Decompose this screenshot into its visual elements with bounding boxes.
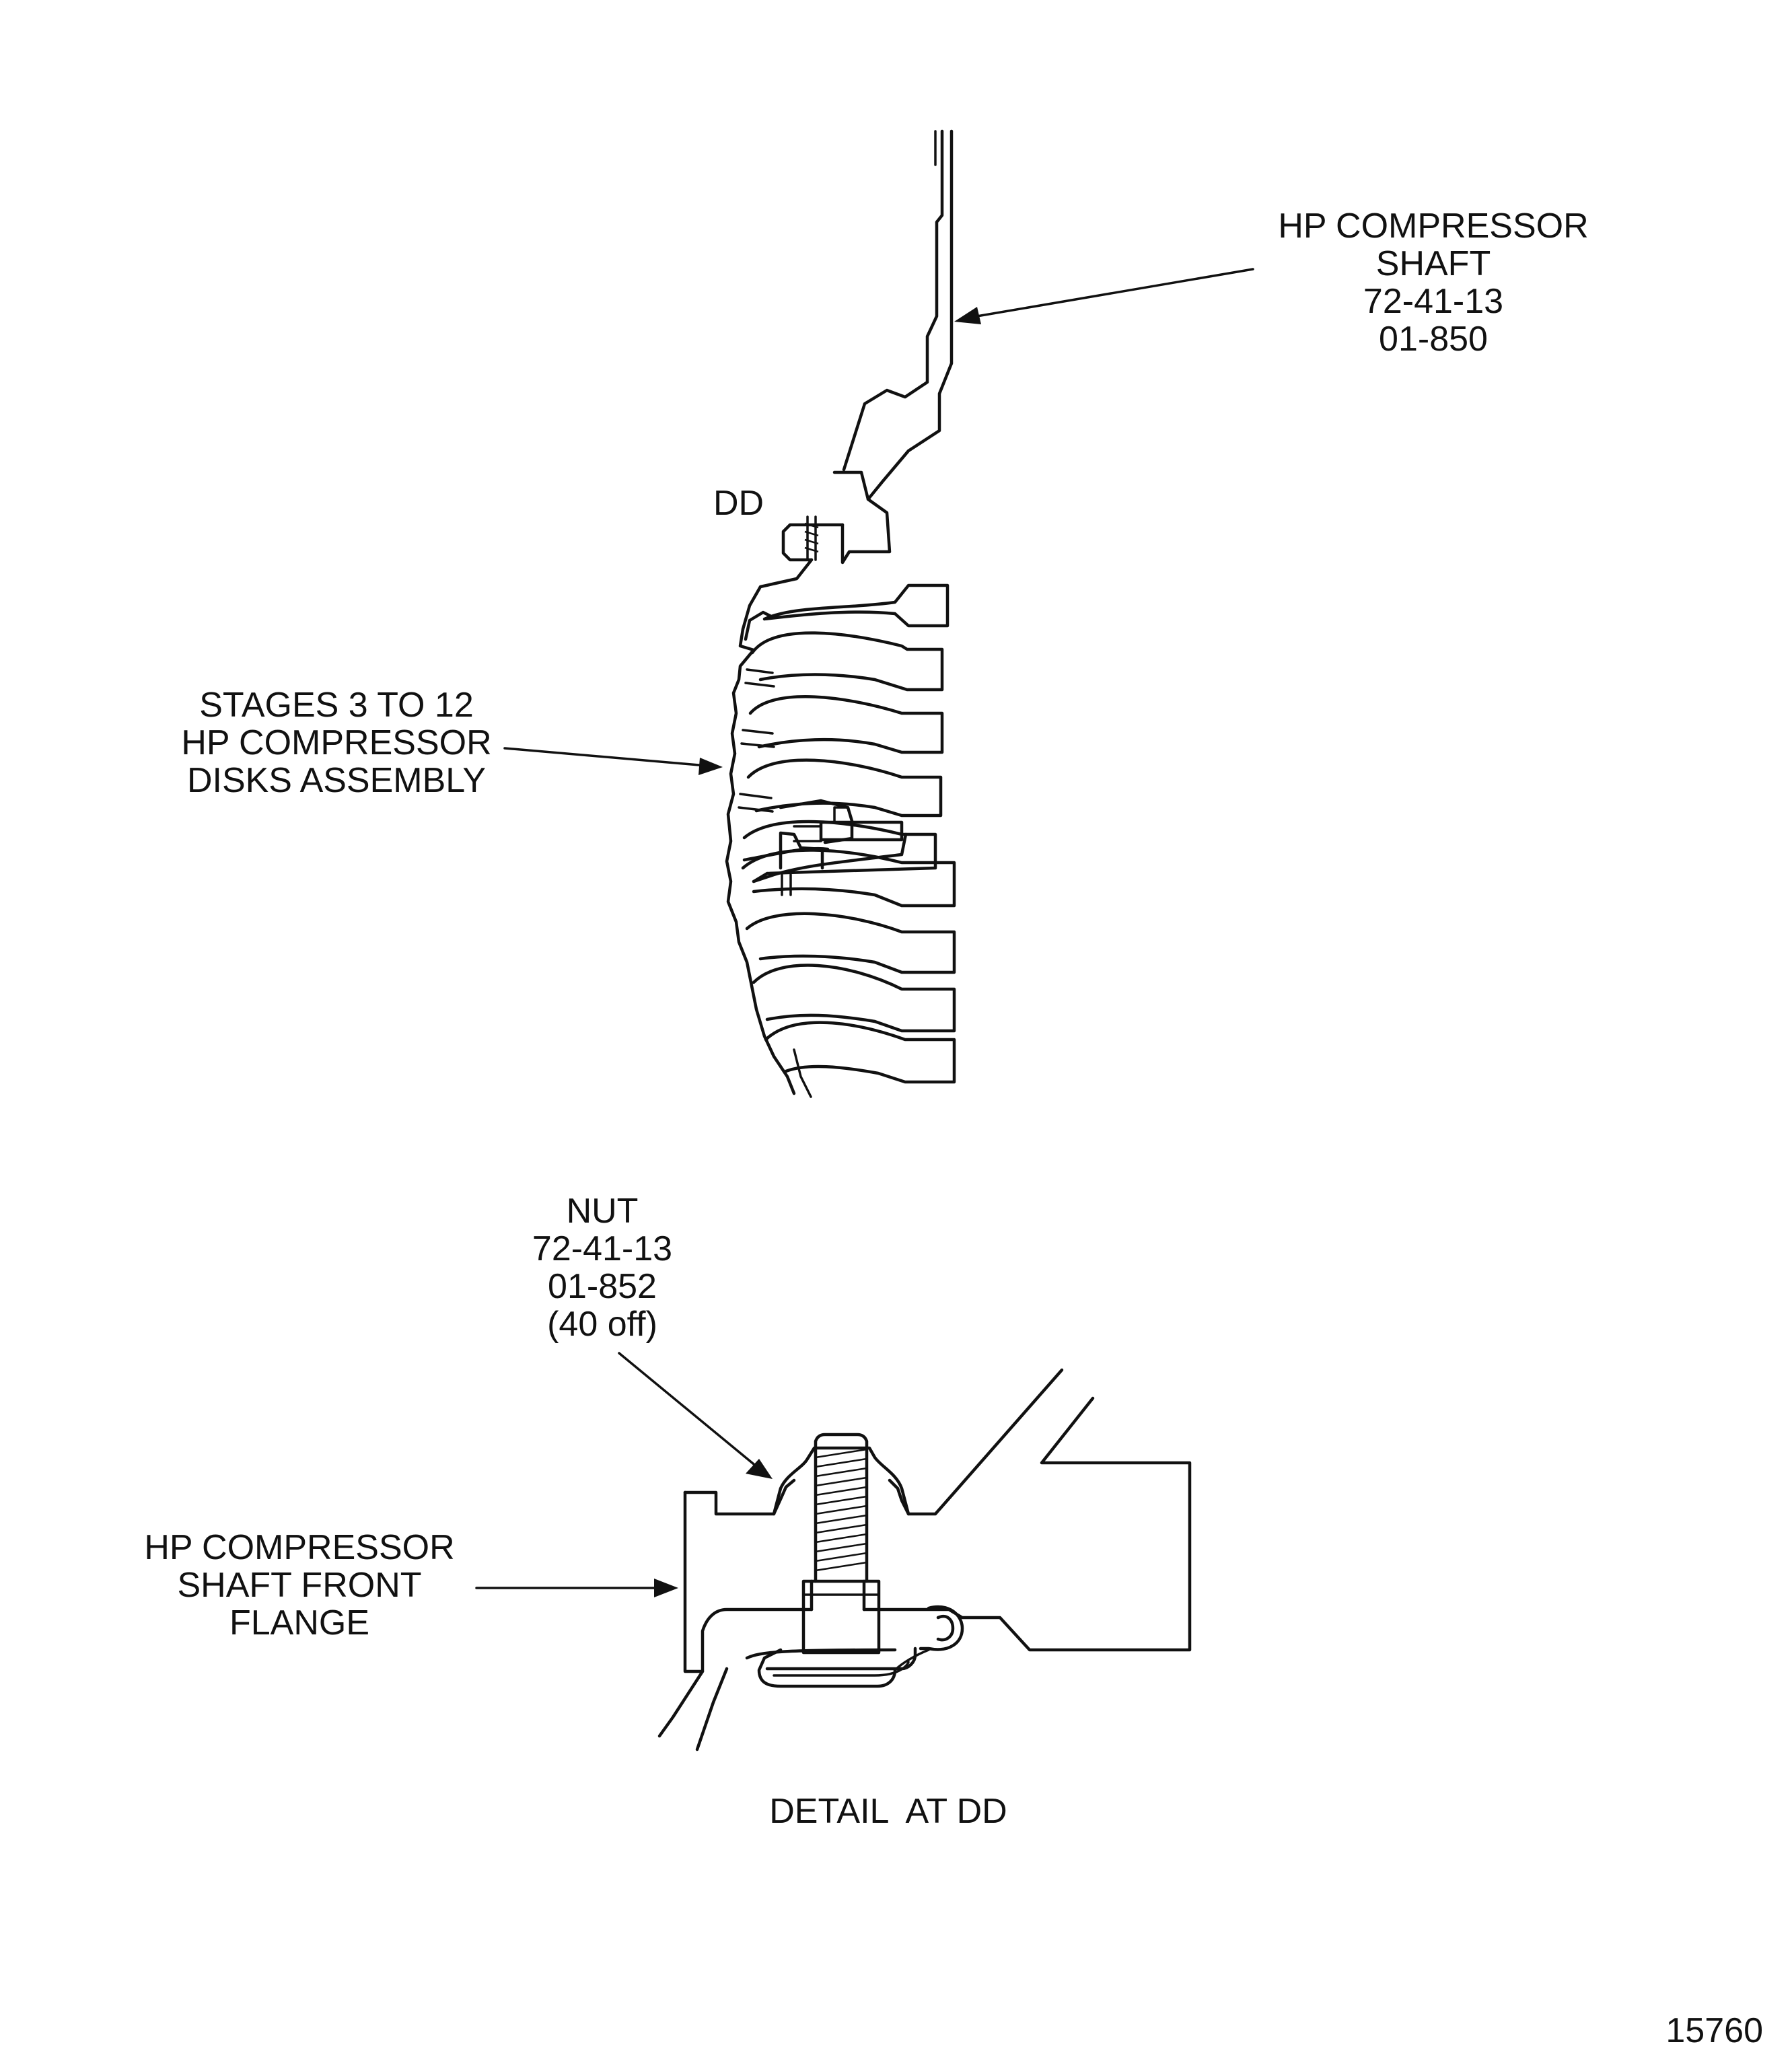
nut-label-line3: 01-852 [548,1267,657,1306]
hp-shaft-label-line2: SHAFT [1375,244,1491,283]
stages-label: STAGES 3 TO 12 HP COMPRESSOR DISKS ASSEM… [158,686,515,799]
flange-label-line2: SHAFT FRONT [177,1566,422,1605]
hp-shaft-label-line4: 01-850 [1379,320,1488,359]
hp-shaft-label: HP COMPRESSOR SHAFT 72-41-13 01-850 [1265,207,1602,358]
nut-label: NUT 72-41-13 01-852 (40 off) [485,1192,720,1343]
hp-shaft-label-line1: HP COMPRESSOR [1278,207,1589,246]
nut-and-bolt [772,1433,910,1655]
disks-assembly [725,583,956,1098]
nut-label-line1: NUT [566,1192,639,1231]
figure-number: 15760 [1665,2011,1763,2050]
flange-label-line1: HP COMPRESSOR [144,1528,455,1567]
leader-hp-shaft [954,268,1254,324]
stages-label-line2: HP COMPRESSOR [181,723,492,762]
flange-label-line3: FLANGE [229,1603,370,1642]
hp-shaft-label-line3: 72-41-13 [1363,282,1504,321]
stages-label-line3: DISKS ASSEMBLY [186,761,487,800]
hp-compressor-shaft [741,129,954,631]
nut-label-line4: (40 off) [547,1305,657,1344]
leader-flange [475,1579,678,1597]
detail-caption: DETAIL AT DD [769,1792,1007,1831]
stages-label-line1: STAGES 3 TO 12 [199,686,474,725]
nut-label-line2: 72-41-13 [532,1229,673,1268]
shaft-front-flange [657,1368,1192,1751]
leader-nut [618,1352,773,1479]
leader-stages [503,747,723,775]
flange-label: HP COMPRESSOR SHAFT FRONT FLANGE [131,1529,468,1642]
retaining-clip [757,1605,964,1688]
dd-label: DD [713,484,764,523]
